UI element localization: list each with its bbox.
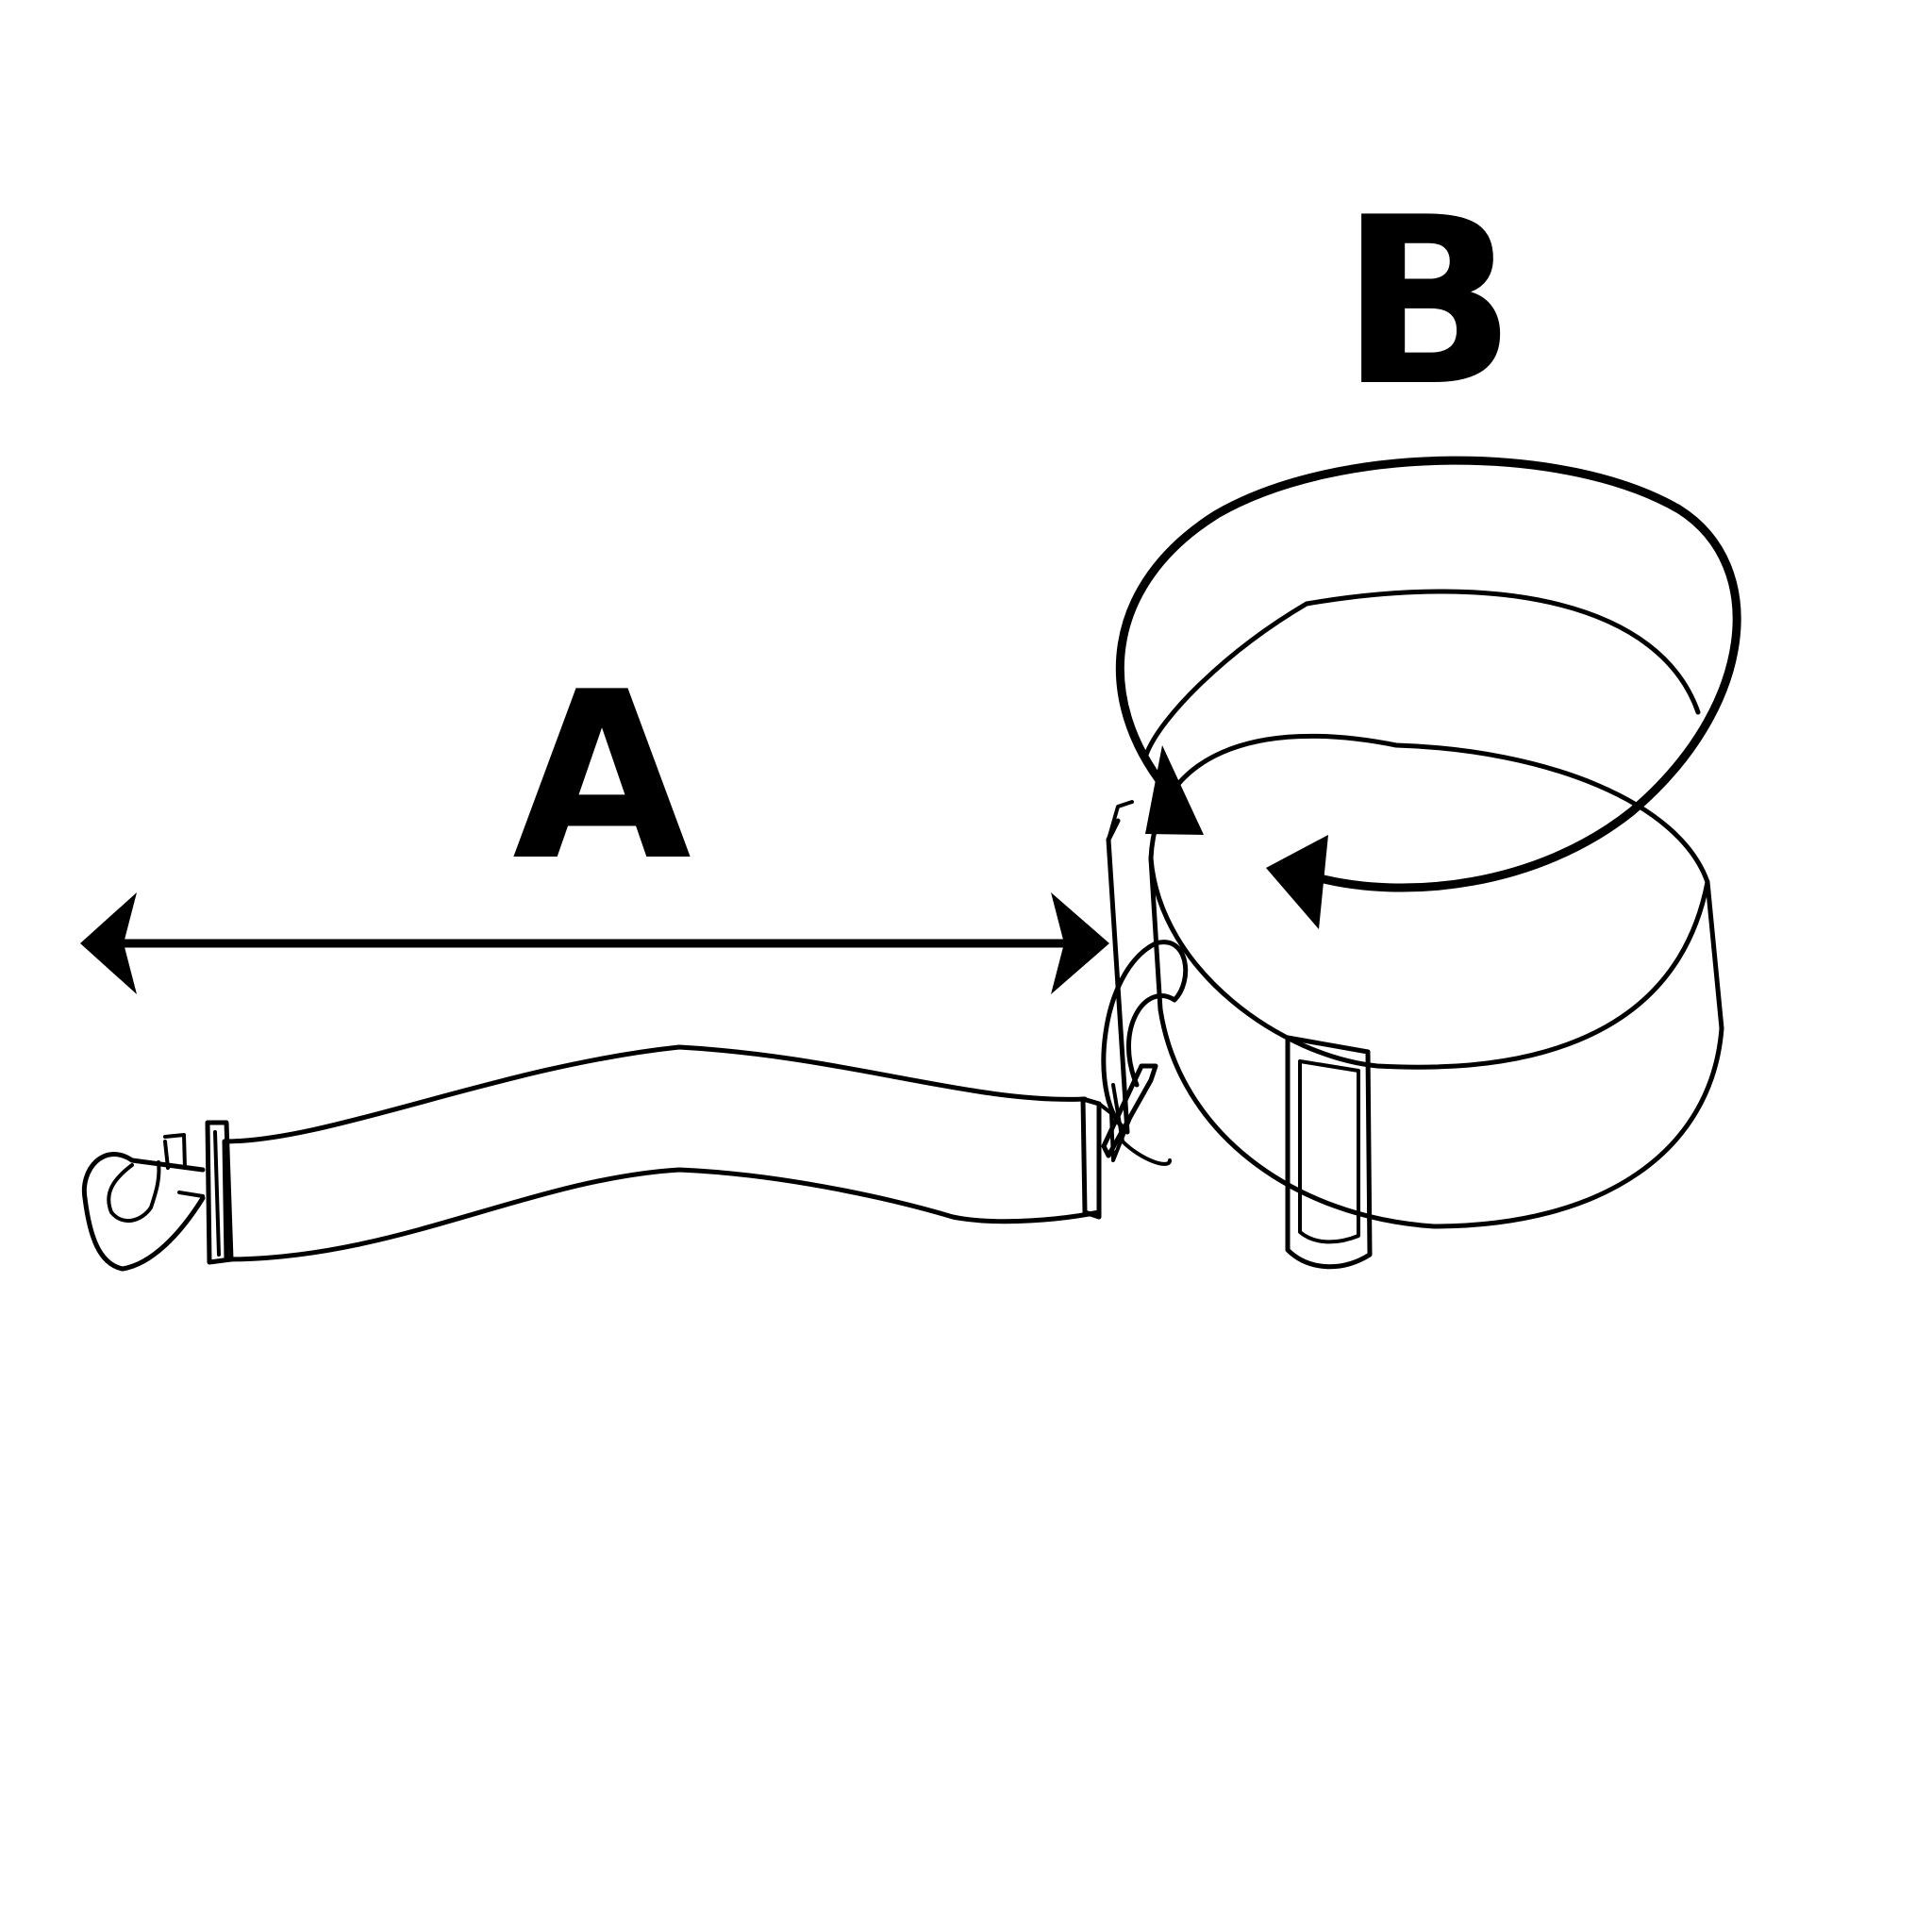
dimension-arrow-b	[1115, 456, 1741, 929]
leash-left-keeper-icon	[205, 1120, 234, 1265]
dimension-arrow-a	[80, 892, 1109, 994]
leash-right-clip-icon	[1080, 1063, 1158, 1220]
collar	[1143, 589, 1724, 1229]
arrow-head-left-icon	[80, 892, 137, 994]
collar-buckle-icon	[1285, 1035, 1373, 1270]
d-ring-icon	[1101, 800, 1189, 1166]
dimension-label-b: B	[1341, 168, 1517, 437]
leash-strap	[222, 1044, 1102, 1262]
snap-hook-icon	[81, 1133, 206, 1272]
arrow-head-right-icon	[1051, 892, 1109, 994]
dimension-label-a: A	[512, 642, 691, 911]
arrow-head-b-end-icon	[1266, 835, 1328, 929]
